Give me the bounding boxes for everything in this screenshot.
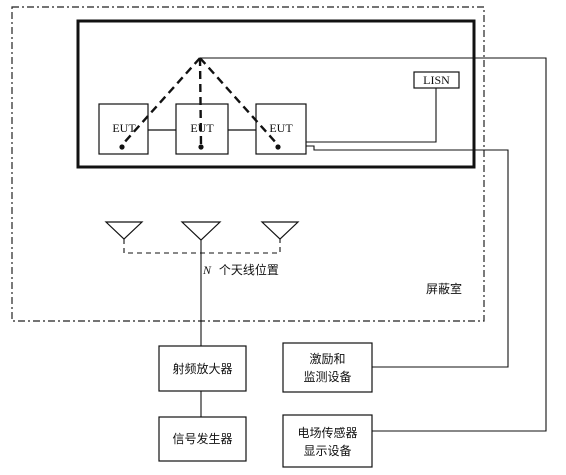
eut-label: EUT <box>190 121 214 135</box>
ground-plane-table <box>76 19 476 169</box>
antenna-count-symbol: N <box>202 263 212 277</box>
field-line-right <box>199 57 279 146</box>
field-sensor-display-label-line1: 电场传感器 <box>297 425 357 440</box>
rf-amplifier-label: 射频放大器 <box>172 361 232 376</box>
shielded-room-label: 屏蔽室 <box>426 281 462 296</box>
lisn-cable <box>306 88 437 143</box>
field-sensor-display-label-line2: 显示设备 <box>303 444 351 458</box>
field-sensor-display-box: 电场传感器 显示设备 <box>282 414 373 468</box>
signal-generator-box: 信号发生器 <box>158 416 247 462</box>
signal-generator-label: 信号发生器 <box>172 431 232 446</box>
field-line-center <box>198 57 203 146</box>
eut-port-dot <box>119 144 125 150</box>
eut-label: EUT <box>112 121 136 135</box>
eut-port-dot <box>275 144 281 150</box>
antenna-icon <box>104 221 144 240</box>
antenna-icon <box>260 221 300 240</box>
antenna-positions-text: 个天线位置 <box>219 262 279 277</box>
antenna-icon <box>180 221 222 241</box>
eut-port-dot <box>198 144 204 150</box>
lisn-box: LISN <box>413 71 460 89</box>
shielded-room-boundary <box>11 6 485 322</box>
rf-amplifier-box: 射频放大器 <box>158 345 247 392</box>
excitation-monitor-box: 激励和 监测设备 <box>282 342 373 393</box>
antenna-positions-label: N 个天线位置 <box>202 262 279 277</box>
lisn-label: LISN <box>423 73 450 87</box>
monitor-cable <box>306 145 509 368</box>
excitation-monitor-label-line1: 激励和 <box>309 352 345 366</box>
antenna-positions-line <box>123 239 281 254</box>
excitation-monitor-label-line2: 监测设备 <box>303 370 351 384</box>
field-sensor-cable <box>200 57 547 432</box>
field-line-left <box>121 57 201 146</box>
eut-label: EUT <box>269 121 293 135</box>
